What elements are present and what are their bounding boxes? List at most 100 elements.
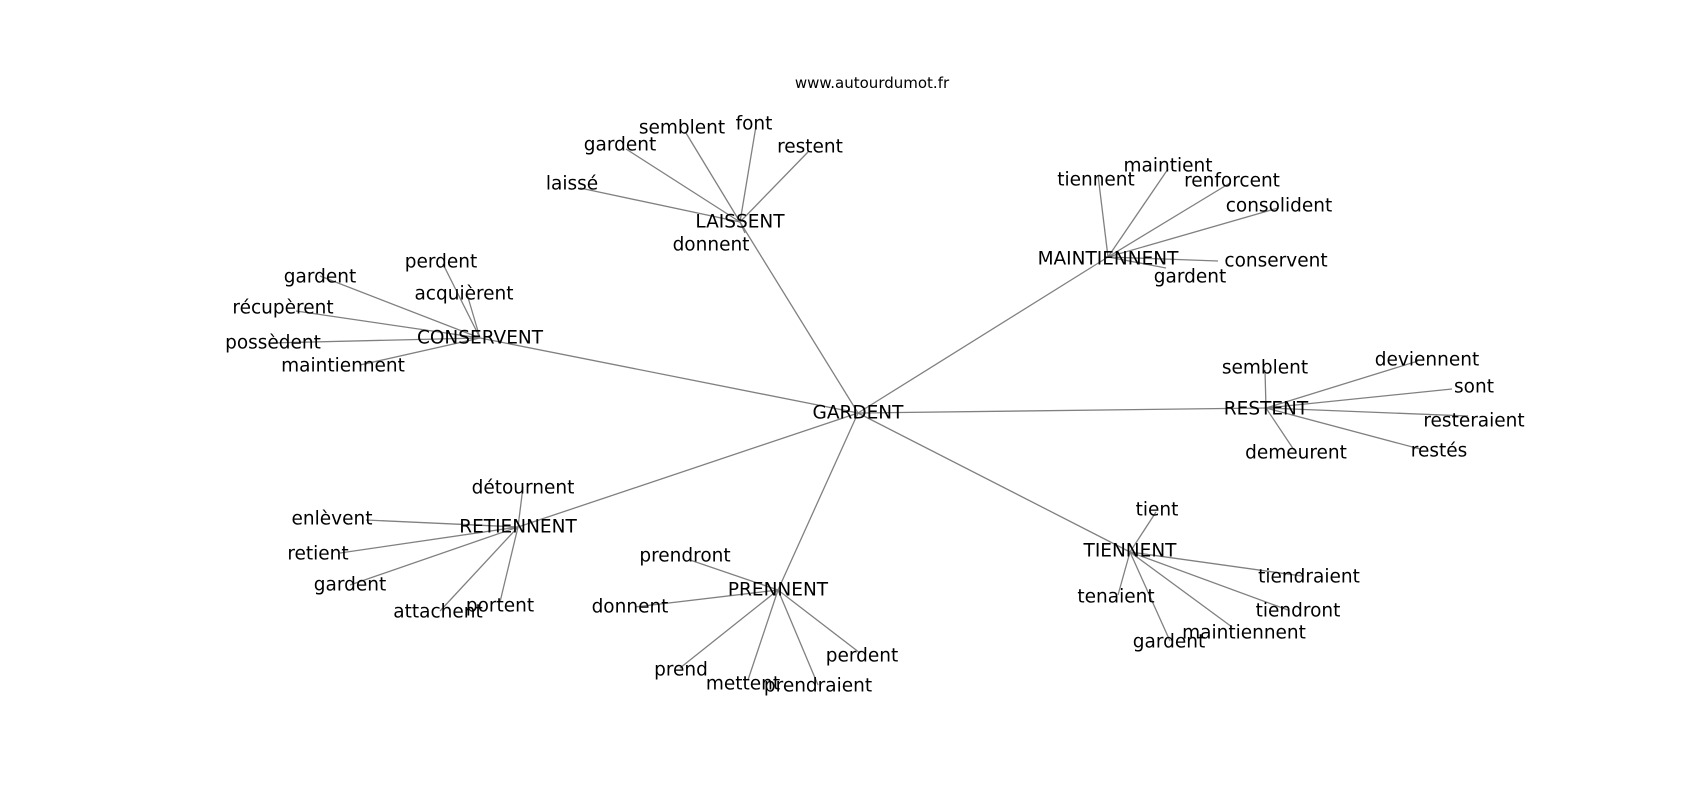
leaf-node-tiennent-tiendront: tiendront — [1256, 601, 1341, 622]
edge-tiennent-tient — [1129, 511, 1157, 553]
edge-center-conservent — [479, 337, 859, 414]
edge-center-laissent — [739, 221, 859, 414]
edge-maintiennent-renforcent — [1107, 182, 1231, 258]
edge-center-tiennent — [857, 412, 1131, 553]
edge-restent-restes — [1265, 407, 1421, 450]
edge-tiennent-tiendront — [1129, 551, 1289, 611]
edge-center-maintiennent — [857, 256, 1109, 414]
leaf-node-retiennent-retient: retient — [287, 544, 348, 565]
leaf-node-prennent-prendraient: prendraient — [764, 676, 872, 697]
leaf-node-laissent-font: font — [736, 114, 773, 135]
leaf-node-conservent-perdent: perdent — [405, 252, 478, 273]
edge-laissent-restent — [739, 151, 809, 223]
edge-conservent-maintiennent — [359, 337, 481, 366]
leaf-node-prennent-perdent: perdent — [826, 646, 899, 667]
leaf-node-conservent-acquierent: acquièrent — [414, 284, 513, 305]
edge-maintiennent-consolident — [1107, 207, 1279, 258]
edge-prennent-prendraient — [777, 589, 819, 686]
edge-laissent-font — [739, 125, 757, 223]
leaf-node-tiennent-tiendraient: tiendraient — [1258, 567, 1360, 588]
edge-tiennent-tenaient — [1117, 551, 1131, 596]
edge-center-restent — [857, 407, 1267, 414]
edge-tiennent-gardent — [1129, 551, 1171, 642]
edge-maintiennent-tiennent — [1097, 174, 1109, 258]
leaf-node-conservent-gardent: gardent — [284, 267, 356, 288]
leaf-node-conservent-possedent: possèdent — [225, 333, 321, 354]
leaf-node-laissent-semblent: semblent — [639, 118, 725, 139]
leaf-node-restent-semblent: semblent — [1222, 358, 1308, 379]
edge-retiennent-portent — [499, 526, 519, 603]
edge-conservent-gardent — [319, 275, 481, 339]
hub-node-maintiennent: MAINTIENNENT — [1038, 249, 1180, 270]
leaf-node-tiennent-maintiennent: maintiennent — [1182, 623, 1306, 644]
leaf-node-retiennent-portent: portent — [466, 596, 534, 617]
hub-node-retiennent: RETIENNENT — [459, 517, 577, 538]
leaf-node-tiennent-tenaient: tenaient — [1077, 587, 1154, 608]
edge-conservent-perdent — [442, 263, 481, 339]
edge-laissent-laisse — [579, 187, 741, 223]
edge-center-prennent — [777, 412, 859, 591]
leaf-node-maintiennent-maintient: maintient — [1124, 156, 1213, 177]
edge-restent-sont — [1265, 388, 1453, 409]
edge-retiennent-enlevent — [365, 519, 519, 528]
edge-retiennent-detournent — [517, 486, 524, 528]
leaf-node-prennent-prendront: prendront — [639, 546, 730, 567]
edge-restent-semblent — [1264, 369, 1267, 409]
leaf-node-laissent-gardent: gardent — [584, 135, 656, 156]
leaf-node-prennent-mettent: mettent — [706, 674, 780, 695]
leaf-node-retiennent-gardent: gardent — [314, 575, 386, 596]
leaf-node-maintiennent-gardent: gardent — [1154, 267, 1226, 288]
edge-prennent-perdent — [777, 589, 861, 654]
leaf-node-maintiennent-consolident: consolident — [1226, 196, 1333, 217]
edge-center-retiennent — [517, 412, 859, 528]
leaf-node-restent-sont: sont — [1454, 377, 1494, 398]
leaf-node-retiennent-detournent: détournent — [472, 478, 575, 499]
edge-restent-resteraient — [1265, 407, 1469, 417]
edge-tiennent-maintiennent — [1129, 551, 1233, 628]
hub-node-restent: RESTENT — [1224, 399, 1309, 420]
leaf-node-prennent-donnent: donnent — [592, 597, 669, 618]
leaf-node-tiennent-tient: tient — [1136, 500, 1179, 521]
hub-node-tiennent: TIENNENT — [1083, 541, 1178, 562]
edge-tiennent-tiendraient — [1129, 551, 1303, 577]
center-node-label: GARDENT — [813, 403, 905, 424]
edge-restent-deviennent — [1265, 360, 1419, 409]
edge-maintiennent-gardent — [1107, 256, 1167, 269]
leaf-node-conservent-recuperent: récupèrent — [232, 298, 333, 319]
leaf-node-laissent-laisse: laissé — [546, 174, 598, 195]
edge-restent-demeurent — [1265, 407, 1295, 451]
edge-laissent-donnent — [739, 221, 746, 234]
edge-retiennent-retient — [339, 526, 519, 554]
leaf-node-restent-deviennent: deviennent — [1375, 350, 1479, 371]
leaf-node-retiennent-enlevent: enlèvent — [292, 509, 373, 530]
edge-retiennent-gardent — [349, 526, 519, 586]
edge-prennent-prendront — [689, 559, 779, 591]
leaf-node-retiennent-attachent: attachent — [393, 602, 482, 623]
site-url: www.autourdumot.fr — [795, 74, 950, 92]
edge-laissent-semblent — [685, 132, 741, 223]
hub-node-laissent: LAISSENT — [695, 212, 785, 233]
leaf-node-restent-demeurent: demeurent — [1245, 443, 1347, 464]
leaf-node-maintiennent-tiennent: tiennent — [1057, 170, 1135, 191]
leaf-node-laissent-restent: restent — [777, 137, 843, 158]
edge-prennent-prend — [679, 589, 779, 669]
hub-node-conservent: CONSERVENT — [417, 328, 544, 349]
leaf-node-maintiennent-conservent: conservent — [1224, 251, 1327, 272]
leaf-node-restent-restes: restés — [1411, 441, 1468, 462]
edge-retiennent-attachent — [439, 526, 519, 612]
graph-edges — [269, 125, 1469, 686]
leaf-node-laissent-donnent: donnent — [673, 235, 750, 256]
edge-conservent-recuperent — [295, 310, 481, 339]
leaf-node-conservent-maintiennent: maintiennent — [281, 356, 405, 377]
leaf-node-maintiennent-renforcent: renforcent — [1184, 171, 1280, 192]
leaf-node-restent-resteraient: resteraient — [1423, 411, 1524, 432]
edge-prennent-mettent — [747, 589, 779, 681]
edge-laissent-gardent — [625, 148, 741, 223]
edge-maintiennent-conservent — [1107, 256, 1219, 262]
edge-conservent-acquierent — [466, 293, 481, 339]
edge-conservent-possedent — [269, 337, 481, 344]
hub-node-prennent: PRENNENT — [728, 580, 829, 601]
